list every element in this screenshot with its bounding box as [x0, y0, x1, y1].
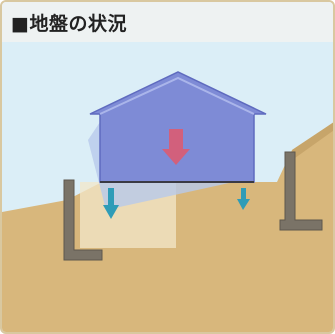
down-arrow-icon — [162, 129, 190, 165]
right-retaining-wall — [279, 151, 323, 231]
house-roof-line — [99, 76, 255, 115]
settlement-arrow-icon — [237, 188, 250, 210]
diagram-title: ■地盤の状況 — [11, 13, 127, 35]
settlement-arrow-icon — [103, 188, 119, 219]
left-retaining-wall — [63, 179, 103, 261]
slope-edge — [292, 122, 333, 158]
